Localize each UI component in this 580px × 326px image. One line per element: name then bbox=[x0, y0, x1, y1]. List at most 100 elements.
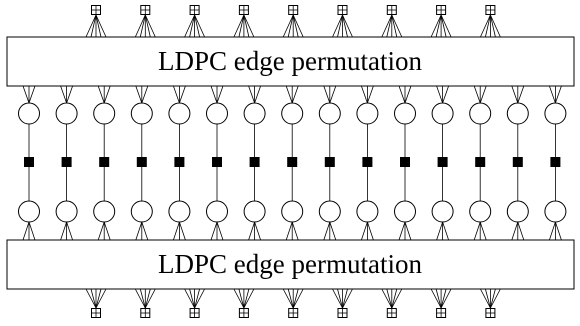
bottom-check-node bbox=[386, 308, 397, 318]
bottom-permutation-label: LDPC edge permutation bbox=[158, 249, 422, 279]
top-check-node bbox=[189, 5, 200, 15]
bottom-check-edge bbox=[238, 288, 245, 309]
upper-variable-node bbox=[130, 102, 153, 125]
bottom-check-edge bbox=[381, 288, 393, 309]
bottom-check-edge bbox=[337, 288, 343, 309]
top-check-edge bbox=[139, 14, 146, 38]
lower-variable-edge bbox=[28, 221, 36, 241]
top-permutation-block bbox=[6, 36, 575, 87]
coupling-check-node bbox=[99, 157, 110, 167]
upper-variable-edge bbox=[329, 85, 337, 104]
top-check-edge bbox=[337, 14, 343, 38]
top-check-edge bbox=[435, 14, 442, 38]
bottom-check-edge bbox=[144, 288, 151, 309]
upper-variable-edge bbox=[398, 85, 406, 104]
lower-variable-node bbox=[356, 200, 379, 223]
bottom-check-edge bbox=[480, 288, 491, 309]
bottom-check-edge bbox=[144, 288, 156, 309]
lower-variable-edge bbox=[173, 221, 180, 241]
bottom-check-node bbox=[238, 308, 249, 318]
bottom-check-edge bbox=[490, 288, 496, 309]
coupling-check-node bbox=[212, 157, 222, 167]
lower-variable-edge bbox=[404, 221, 412, 241]
upper-variable-edge bbox=[285, 85, 293, 104]
bottom-check-edge bbox=[342, 288, 353, 309]
lower-variable-node bbox=[168, 200, 191, 223]
top-check-edge bbox=[391, 14, 398, 38]
lower-variable-edge bbox=[479, 221, 487, 241]
lower-variable-node bbox=[55, 200, 78, 223]
top-check-node bbox=[436, 5, 447, 15]
bottom-check-edge bbox=[386, 288, 393, 309]
bottom-check-edge bbox=[287, 288, 294, 309]
lower-variable-edge bbox=[291, 221, 299, 241]
top-check-edge bbox=[440, 14, 447, 38]
bottom-wire-group bbox=[85, 288, 501, 309]
coupling-check-node bbox=[512, 157, 523, 167]
lower-variable-node bbox=[130, 200, 153, 223]
lower-variable-edge bbox=[367, 221, 374, 241]
top-permutation-label: LDPC edge permutation bbox=[158, 46, 422, 76]
upper-variable-node bbox=[469, 102, 492, 125]
coupling-check-node bbox=[400, 157, 410, 167]
lower-variable-edge bbox=[549, 221, 556, 241]
bottom-check-node bbox=[189, 308, 200, 318]
lower-variable-edge bbox=[323, 221, 331, 241]
top-check-edge bbox=[485, 14, 491, 38]
upper-variable-edge bbox=[442, 85, 449, 104]
upper-variable-edge bbox=[60, 85, 67, 104]
coupling-check-node bbox=[475, 157, 486, 167]
upper-variable-edge bbox=[28, 85, 36, 104]
bottom-check-edge bbox=[391, 288, 403, 309]
upper-variable-node bbox=[55, 102, 78, 125]
top-check-node bbox=[238, 5, 249, 15]
bottom-check-edge bbox=[95, 288, 107, 309]
bottom-check-edge bbox=[243, 288, 255, 309]
bottom-check-node bbox=[91, 308, 101, 318]
top-check-edge bbox=[95, 14, 107, 38]
upper-variable-edge bbox=[141, 85, 149, 104]
top-check-edge bbox=[430, 14, 442, 38]
bottom-check-edge bbox=[490, 288, 501, 309]
top-check-node bbox=[91, 5, 101, 15]
lower-variable-node bbox=[18, 200, 40, 223]
lower-variable-edge bbox=[103, 221, 111, 241]
upper-variable-edge bbox=[179, 85, 186, 104]
top-check-node bbox=[337, 5, 348, 15]
lower-variable-edge bbox=[442, 221, 449, 241]
bottom-check-edge bbox=[435, 288, 442, 309]
lower-variable-edge bbox=[216, 221, 224, 241]
upper-variable-edge bbox=[103, 85, 111, 104]
top-check-edge bbox=[90, 14, 97, 38]
top-check-edge bbox=[391, 14, 403, 38]
top-check-edge bbox=[287, 14, 294, 38]
lower-variable-edge bbox=[517, 221, 525, 241]
lower-variable-node bbox=[544, 200, 567, 223]
top-check-edge bbox=[184, 14, 195, 38]
bottom-check-edge bbox=[189, 288, 195, 309]
upper-variable-node bbox=[93, 102, 116, 125]
coupling-check-node bbox=[550, 157, 561, 167]
lower-variable-edge bbox=[285, 221, 293, 241]
top-check-edge bbox=[144, 14, 151, 38]
lower-variable-edge bbox=[436, 221, 443, 241]
lower-variable-node bbox=[506, 200, 529, 223]
upper-variable-edge bbox=[173, 85, 180, 104]
upper-variable-edge bbox=[361, 85, 368, 104]
bottom-check-edge bbox=[391, 288, 398, 309]
top-check-edge bbox=[95, 14, 102, 38]
lower-variable-node bbox=[93, 200, 116, 223]
upper-variable-node bbox=[506, 102, 529, 125]
lower-variable-edge bbox=[22, 221, 30, 241]
top-check-node bbox=[288, 5, 299, 15]
upper-variable-edge bbox=[479, 85, 487, 104]
top-check-edge bbox=[194, 14, 200, 38]
top-check-edge bbox=[440, 14, 452, 38]
bottom-check-edge bbox=[85, 288, 97, 309]
bottom-check-edge bbox=[430, 288, 442, 309]
top-check-edge bbox=[243, 14, 250, 38]
upper-variable-node bbox=[356, 102, 379, 125]
bottom-check-edge bbox=[292, 288, 304, 309]
coupling-check-node bbox=[24, 157, 34, 167]
